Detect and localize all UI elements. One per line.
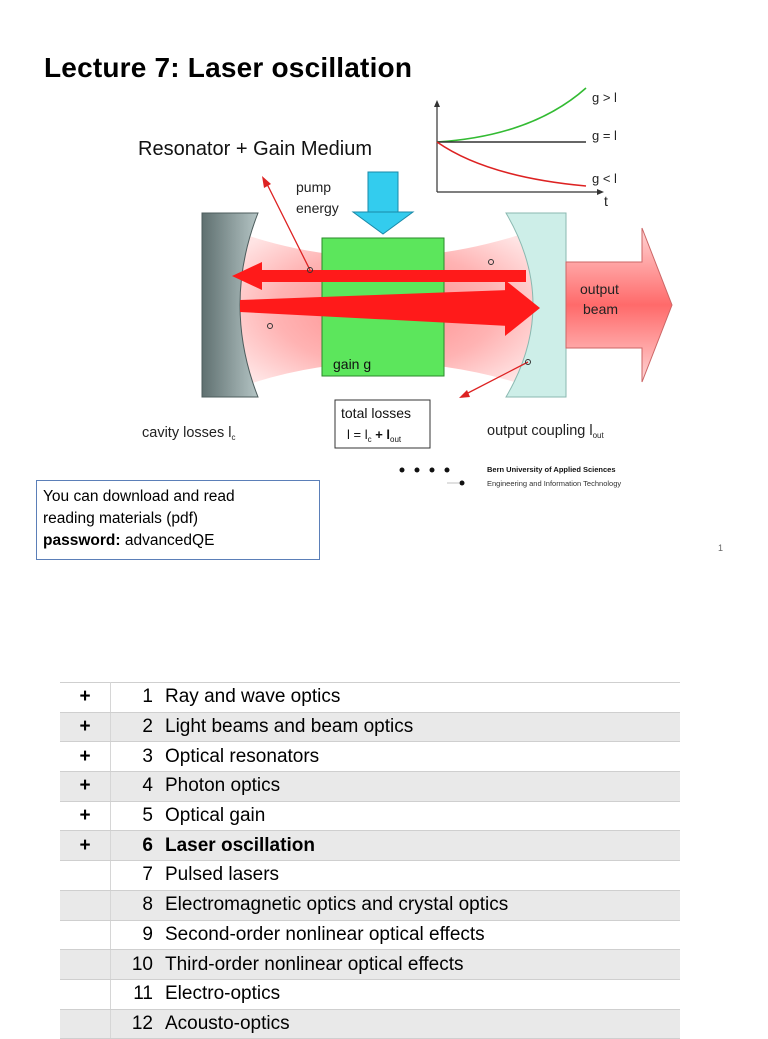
lecture-title: Photon optics [165,771,680,802]
lecture-number: 5 [110,800,165,832]
status-mark: + [60,711,111,743]
gain-label: gain g [333,356,371,372]
graph-label-g-eq-l: g = l [592,128,617,143]
pump-label-2: energy [296,200,339,216]
lecture-title: Optical gain [165,800,680,832]
graph-axis-t: t [604,193,608,209]
status-mark [60,919,111,951]
password-label: password: [43,532,121,549]
status-mark: + [60,771,111,802]
pump-label: pump [296,179,331,195]
lecture-number: 6 [110,830,165,862]
cavity-losses-label: cavity losses lc [142,425,235,442]
institution-department: Engineering and Information Technology [487,479,621,488]
lecture-number: 1 [110,682,165,713]
total-losses-formula: l = lc + lout [347,427,402,444]
institution-name: Bern University of Applied Sciences [487,465,616,474]
lecture-title: Light beams and beam optics [165,711,680,743]
lecture-title: Third-order nonlinear optical effects [165,949,680,980]
output-loss-arrow [459,359,531,398]
status-mark: + [60,800,111,832]
lecture-title: Laser oscillation [165,830,680,862]
lecture-number: 10 [110,949,165,980]
lecture-number: 2 [110,711,165,743]
total-losses-box [334,399,431,449]
cavity-loss-arrow [262,176,313,273]
pump-arrow [351,171,415,235]
lecture-number: 3 [110,741,165,773]
graph-label-g-gt-l: g > l [592,90,617,105]
lecture-title: Electromagnetic optics and crystal optic… [165,889,680,921]
page-title: Lecture 7: Laser oscillation [44,52,413,83]
lecture-number: 7 [110,860,165,891]
lecture-title: Ray and wave optics [165,682,680,713]
gain-vs-time-graph: g > l g = l g < l t [434,87,617,209]
diagram-heading: Resonator + Gain Medium [138,138,372,160]
total-losses-label: total losses [341,405,411,421]
lecture-number: 9 [110,919,165,951]
output-label: output [580,281,619,297]
output-label-2: beam [583,301,618,317]
status-mark [60,949,111,980]
lecture-title: Pulsed lasers [165,860,680,891]
status-mark [60,978,111,1010]
note-line-1: You can download and read [43,488,235,505]
output-coupling-label: output coupling lout [487,423,605,440]
download-note: You can download and read reading materi… [36,480,320,560]
password-value: advancedQE [124,532,215,549]
status-mark [60,860,111,891]
lecture-title: Optical resonators [165,741,680,773]
lecture-number: 8 [110,889,165,921]
status-mark: + [60,830,111,862]
lecture-title: Electro-optics [165,978,680,1010]
page-number: 1 [718,543,724,553]
forward-beam-arrow [240,280,540,336]
laser-resonator-diagram: Resonator + Gain Medium g > l g = l g < … [138,87,673,488]
status-mark: + [60,682,111,713]
output-beam-arrow [565,227,673,383]
lecture-number: 4 [110,771,165,802]
lecture-title: Second-order nonlinear optical effects [165,919,680,951]
note-password: password: advancedQE [43,530,313,552]
graph-label-g-lt-l: g < l [592,171,617,186]
status-mark [60,889,111,921]
institution-logo [399,467,465,486]
lecture-number: 11 [110,978,165,1010]
status-mark: + [60,741,111,773]
note-line-2: reading materials (pdf) [43,510,199,527]
backward-beam-arrow [232,262,526,290]
